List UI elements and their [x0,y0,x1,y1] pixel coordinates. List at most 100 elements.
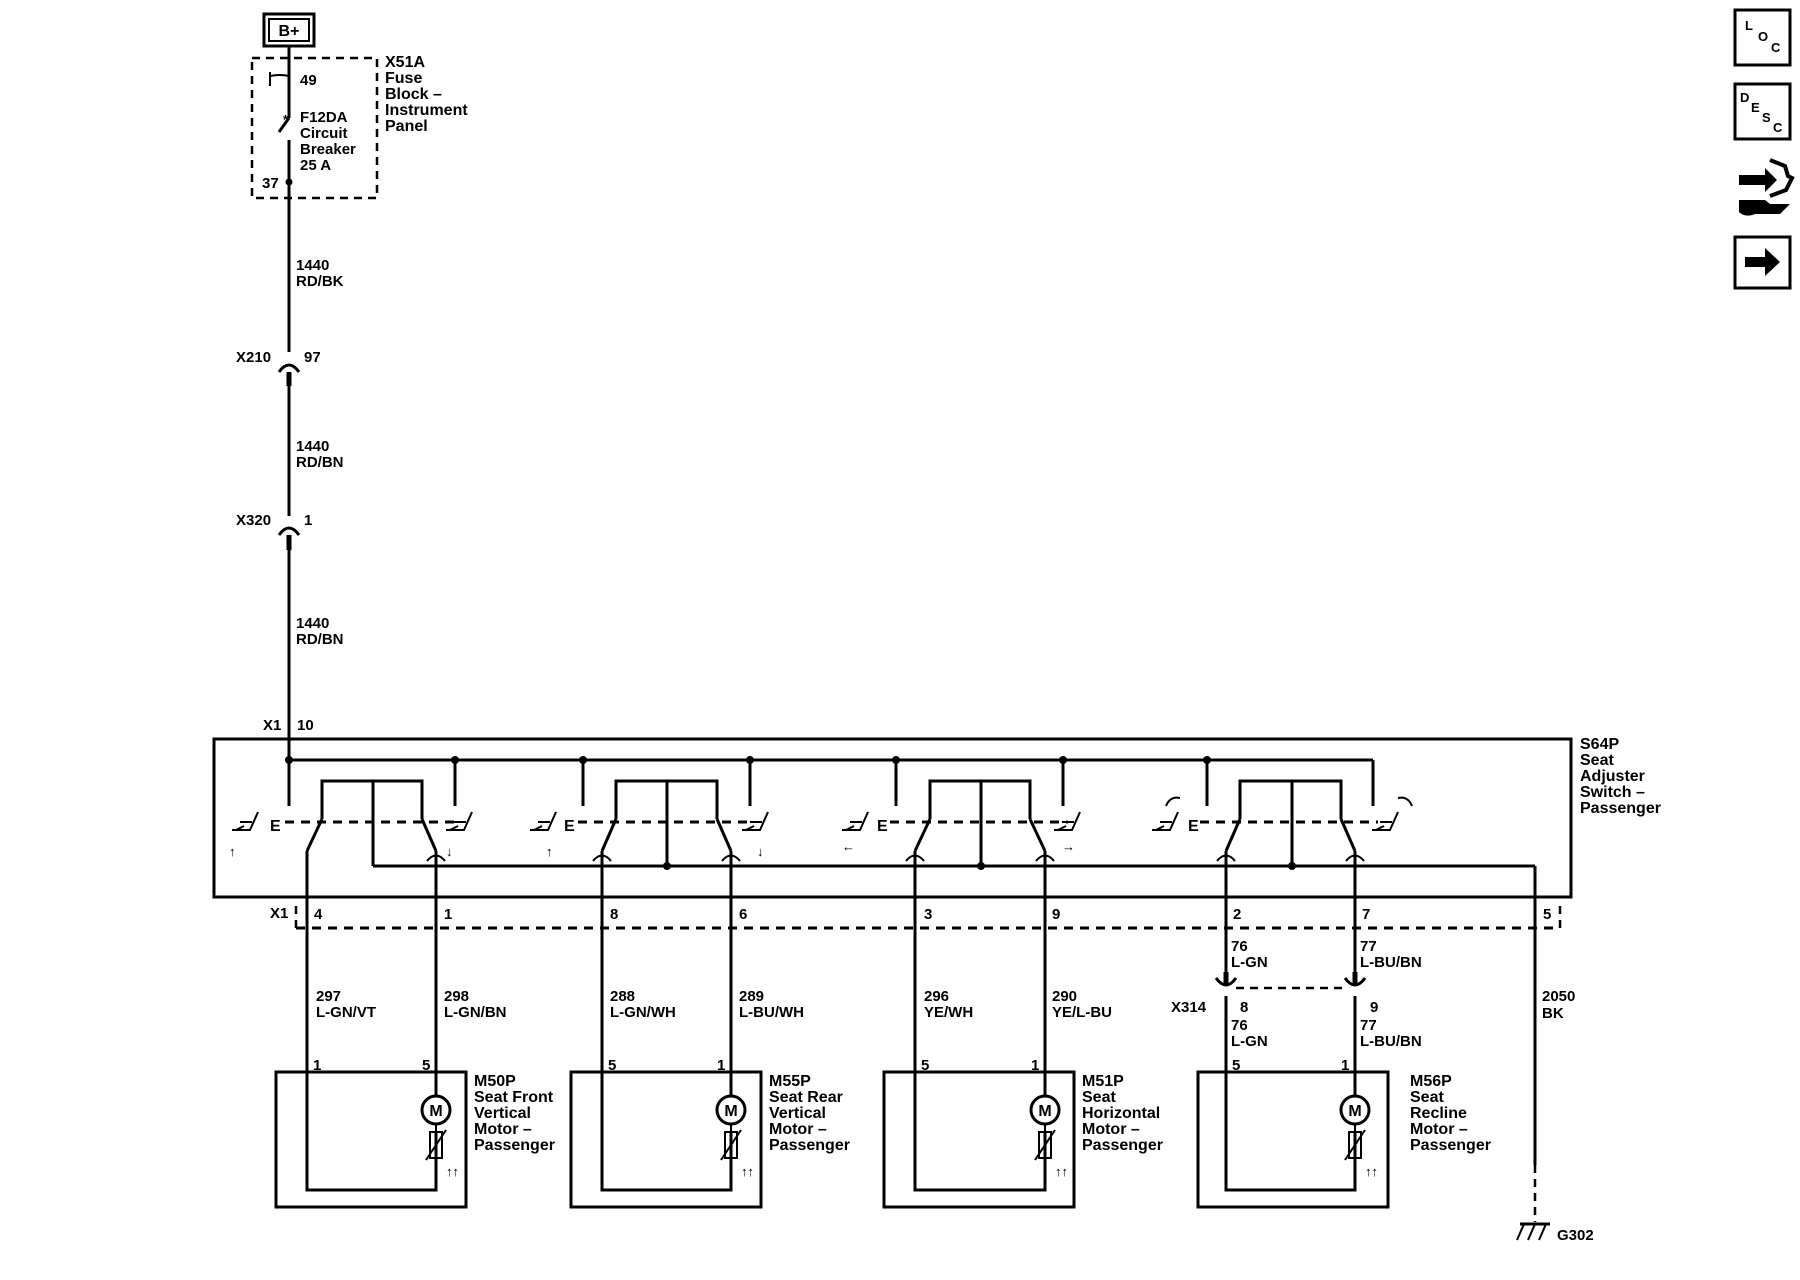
sensor-icon [425,1124,447,1161]
switch-section-rear-vertical: E ↑ ↓ [530,760,769,870]
wire-77-upper-color: L-BU/BN [1360,954,1422,971]
switch-name-4: Passenger [1580,800,1661,817]
svg-text:→: → [1062,839,1075,854]
seat-recline-forward-icon [1372,796,1413,831]
inline-connector-x210: X210 97 [236,349,321,386]
fuse-block-name-1: Fuse [385,70,422,87]
ground-icon [1516,1222,1550,1241]
breaker-line-3: Breaker [300,141,356,158]
location-button[interactable]: L O C [1733,8,1792,67]
switch-pin-6: 6 [739,906,747,923]
switch-section-horizontal: E ← → [842,760,1081,870]
svg-text:↑: ↑ [546,844,553,859]
svg-text:↑: ↑ [229,844,236,859]
wire-77-lower-circuit: 77 [1360,1017,1377,1034]
motor-name-line: Seat [1410,1089,1444,1106]
fuse-block-name-3: Instrument [385,102,468,119]
switch-section-recline: E [1152,760,1413,870]
motor-pin-left: 1 [313,1057,321,1074]
switch-name-1: Seat [1580,752,1614,769]
motor-wire-pair-1: 297 L-GN/VT 298 L-GN/BN [305,851,507,1192]
motor-symbol: M [1348,1103,1361,1120]
switch-pole-label-1: E [270,818,281,835]
x314-pin-8: 8 [1240,999,1248,1016]
switch-pin-2: 2 [1233,906,1241,923]
motor-name-line: Seat Rear [769,1089,843,1106]
feed-wire-2-color: RD/BN [296,454,344,471]
switch-name-2: Adjuster [1580,768,1645,785]
wire-289-circuit: 289 [739,988,764,1005]
seat-adjuster-switch: S64P Seat Adjuster Switch – Passenger E [212,736,1661,899]
wire-298-circuit: 298 [444,988,469,1005]
motor-id: M51P [1082,1073,1124,1090]
wire-296-circuit: 296 [924,988,949,1005]
ground-circuit: 2050 BK G302 [1516,897,1594,1244]
next-page-button[interactable] [1733,235,1792,290]
fuse-block-name-2: Block – [385,86,442,103]
x320-pin: 1 [304,512,312,529]
motor-name-line: Motor – [474,1121,532,1138]
svg-text:←: ← [842,839,855,854]
motor-pin-left: 5 [921,1057,929,1074]
motor-name-line: Seat Front [474,1089,554,1106]
wire-289-color: L-BU/WH [739,1004,804,1021]
motor-pin-left: 5 [608,1057,616,1074]
breaker-line-4: 25 A [300,157,331,174]
switch-pole-label-4: E [1188,818,1199,835]
x210-pin: 97 [304,349,321,366]
motor-wire-pair-4: 76 L-GN 77 L-BU/BN X314 8 9 76 L-GN 77 L… [1171,851,1422,1192]
motor-symbol: M [429,1103,442,1120]
sensor-icon [720,1124,742,1161]
motor-name-line: Seat [1082,1089,1116,1106]
switch-pin-4: 4 [314,906,323,923]
seat-down-icon-2: ↓ [742,811,769,859]
ground-id: G302 [1557,1227,1594,1244]
motor-pin-right: 1 [717,1057,725,1074]
switch-section-front-vertical: E ↑ ↓ [229,760,473,866]
fuse-block-name-4: Panel [385,118,428,135]
switch-pin-3: 3 [924,906,932,923]
wire-77-upper-circuit: 77 [1360,938,1377,955]
motor-name-line: Motor – [769,1121,827,1138]
desc-letter-d: D [1740,90,1749,105]
motor-name-line: Recline [1410,1105,1467,1122]
switch-pin-5: 5 [1543,906,1551,923]
svg-text:↓: ↓ [446,844,453,859]
direction-arrows-icon: ↑↑ [1365,1164,1378,1179]
direction-arrows-icon: ↑↑ [741,1164,754,1179]
wire-290-color: YE/L-BU [1052,1004,1112,1021]
feed-wire-2-circuit: 1440 [296,438,329,455]
switch-pin-1: 1 [444,906,452,923]
seat-up-icon-2: ↑ [530,811,557,859]
circuit-breaker-icon: * [277,74,291,182]
motor-name-line: Passenger [474,1137,555,1154]
seat-up-icon: ↑ [229,811,259,859]
seat-recline-back-icon [1152,796,1181,831]
motor-id: M56P [1410,1073,1452,1090]
motor-name-line: Motor – [1082,1121,1140,1138]
motor-name-line: Motor – [1410,1121,1468,1138]
svg-text:↓: ↓ [757,844,764,859]
motor-name-line: Vertical [474,1105,531,1122]
motor-name-line: Passenger [769,1137,850,1154]
switch-feed-pin: 10 [297,717,314,734]
switch-id: S64P [1580,736,1619,753]
wire-76-lower-color: L-GN [1231,1033,1268,1050]
switch-connector-x1: X1 4 1 8 6 3 9 2 7 5 [270,905,1562,930]
description-button[interactable]: D E S C [1733,82,1792,141]
seat-down-icon: ↓ [446,811,473,859]
loc-letter-l: L [1745,18,1753,33]
wire-77-lower-color: L-BU/BN [1360,1033,1422,1050]
x210-id: X210 [236,349,271,366]
connector-end-view-button[interactable] [1739,158,1795,216]
feed-wire-1-circuit: 1440 [296,257,329,274]
motor-pin-right: 5 [422,1057,430,1074]
breaker-line-2: Circuit [300,125,348,142]
desc-letter-e: E [1751,100,1760,115]
motor-id: M55P [769,1073,811,1090]
wire-297-circuit: 297 [316,988,341,1005]
fuse-pin-out: 37 [262,175,279,192]
